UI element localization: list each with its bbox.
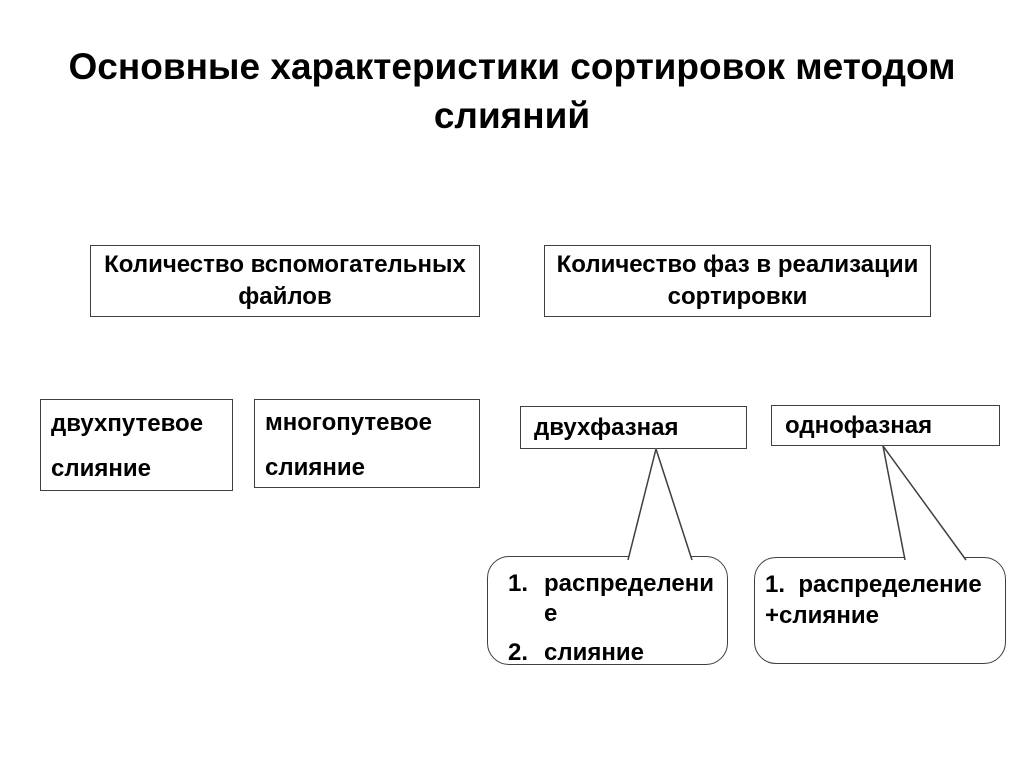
callout-two-phase-step-2-text: слияние	[544, 639, 644, 666]
callout-two-phase-step-1-text: распределение	[544, 570, 714, 627]
criteria-box-aux-files-label: Количество вспомогательных файлов	[104, 251, 466, 310]
merge-box-multi-way: многопутевое слияние	[254, 399, 480, 488]
criteria-box-aux-files: Количество вспомогательных файлов	[90, 245, 480, 317]
merge-box-multi-way-line-1: многопутевое	[265, 409, 432, 436]
phase-box-one-phase-label: однофазная	[785, 411, 933, 439]
callout-two-phase-step-2-number: 2.	[508, 639, 529, 666]
merge-box-multi-way-line-2: слияние	[265, 454, 365, 481]
callout-two-phase-step-1-number: 1.	[508, 570, 529, 597]
callout-pointer-two-phase	[627, 448, 693, 561]
callout-two-phase-step-1: 1. распределение	[508, 569, 719, 629]
merge-box-two-way-line-1: двухпутевое	[51, 410, 204, 437]
callout-two-phase-steps: 1. распределение 2. слияние	[487, 556, 728, 668]
callout-one-phase-steps: 1. распределение +слияние	[754, 557, 1006, 664]
callout-one-phase-text: 1. распределение +слияние	[765, 571, 989, 629]
phase-box-one-phase: однофазная	[771, 405, 1000, 446]
merge-box-two-way-line-2: слияние	[51, 455, 151, 482]
criteria-box-phases-label: Количество фаз в реализации сортировки	[556, 251, 919, 310]
callout-pointer-one-phase	[882, 445, 967, 561]
callout-two-phase-step-2: 2. слияние	[508, 638, 719, 668]
slide-title-line-1: Основные характеристики сортировок метод…	[68, 46, 956, 87]
slide-title: Основные характеристики сортировок метод…	[0, 42, 1024, 140]
merge-box-two-way: двухпутевое слияние	[40, 399, 233, 491]
phase-box-two-phase: двухфазная	[520, 406, 747, 449]
slide-title-line-2: слияний	[433, 95, 591, 136]
criteria-box-phases: Количество фаз в реализации сортировки	[544, 245, 931, 317]
phase-box-two-phase-label: двухфазная	[534, 413, 679, 441]
